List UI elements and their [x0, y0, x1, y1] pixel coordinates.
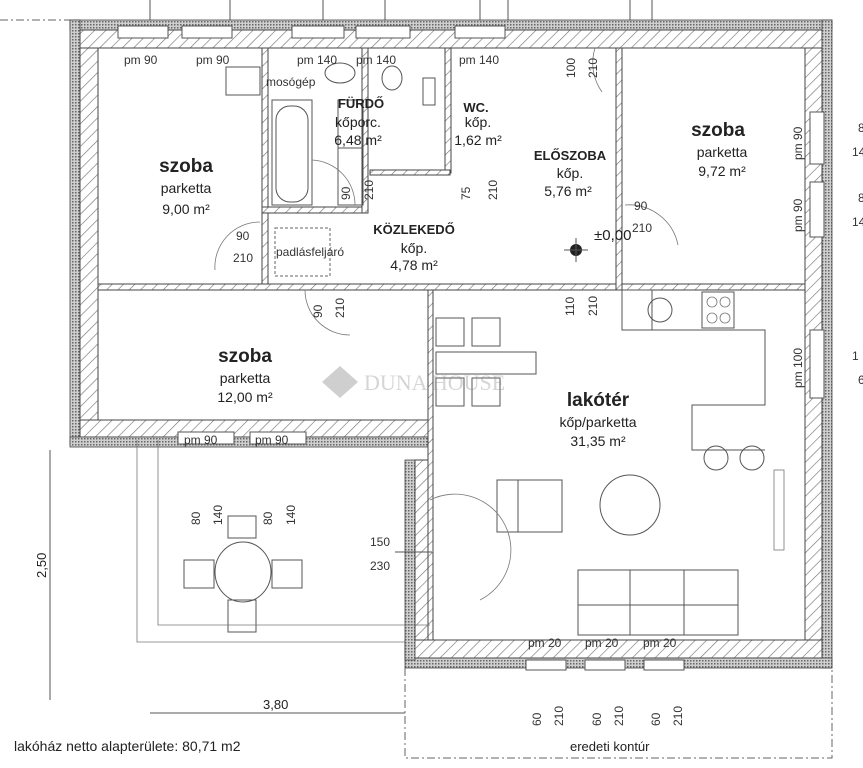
svg-text:pm 90: pm 90: [196, 53, 230, 67]
svg-text:4,78 m²: 4,78 m²: [390, 257, 438, 273]
svg-text:parketta: parketta: [161, 180, 212, 196]
width-dimension: 3,80: [263, 697, 288, 712]
svg-text:pm 90: pm 90: [184, 433, 218, 447]
svg-text:60: 60: [590, 712, 604, 726]
svg-text:210: 210: [586, 58, 600, 78]
room-szoba-2: szoba parketta 9,72 m²: [691, 120, 747, 179]
svg-text:90: 90: [311, 304, 325, 318]
svg-text:1,62 m²: 1,62 m²: [454, 132, 502, 148]
svg-text:kőp.: kőp.: [401, 240, 427, 256]
svg-text:14: 14: [852, 215, 863, 229]
svg-text:pm 20: pm 20: [585, 636, 619, 650]
svg-text:pm 100: pm 100: [791, 348, 805, 388]
svg-text:kőp.: kőp.: [557, 165, 583, 181]
svg-text:210: 210: [333, 298, 347, 318]
original-contour-label: eredeti kontúr: [570, 739, 650, 754]
windows: [117, 25, 825, 671]
svg-text:szoba: szoba: [218, 346, 272, 367]
svg-text:6,48 m²: 6,48 m²: [334, 132, 382, 148]
door-swings: [214, 47, 679, 601]
interior-walls: [97, 47, 806, 641]
washer-label: mosógép: [266, 75, 316, 89]
svg-text:210: 210: [362, 180, 376, 200]
svg-text:8: 8: [858, 121, 863, 135]
svg-text:75: 75: [459, 186, 473, 200]
svg-text:szoba: szoba: [691, 120, 745, 141]
room-szoba-1: szoba parketta 9,00 m²: [159, 156, 213, 217]
svg-text:5,76 m²: 5,76 m²: [544, 183, 592, 199]
svg-text:80: 80: [261, 511, 275, 525]
svg-text:210: 210: [671, 706, 685, 726]
svg-text:WC.: WC.: [463, 100, 488, 115]
svg-text:14: 14: [852, 145, 863, 159]
svg-text:szoba: szoba: [159, 156, 213, 177]
svg-text:210: 210: [552, 706, 566, 726]
svg-text:150: 150: [370, 535, 390, 549]
svg-text:pm 90: pm 90: [791, 126, 805, 160]
svg-text:pm 90: pm 90: [124, 53, 158, 67]
svg-text:140: 140: [284, 505, 298, 525]
svg-text:210: 210: [233, 251, 253, 265]
svg-text:90: 90: [236, 229, 250, 243]
dimension-lines: [49, 450, 833, 759]
svg-text:parketta: parketta: [697, 144, 748, 160]
room-kozlekedo: KÖZLEKEDŐ kőp. 4,78 m²: [373, 222, 455, 273]
svg-text:110: 110: [563, 297, 577, 316]
svg-text:9,00 m²: 9,00 m²: [162, 201, 210, 217]
fixtures: [136, 62, 785, 643]
room-szoba-3: szoba parketta 12,00 m²: [217, 346, 273, 405]
svg-text:210: 210: [632, 221, 652, 235]
svg-text:kőporc.: kőporc.: [335, 114, 381, 130]
svg-text:1: 1: [852, 349, 859, 363]
svg-text:210: 210: [486, 180, 500, 200]
room-wc: WC. kőp. 1,62 m²: [454, 100, 502, 148]
svg-text:pm 90: pm 90: [255, 433, 289, 447]
svg-text:210: 210: [586, 296, 600, 316]
svg-text:kőp.: kőp.: [465, 114, 491, 130]
svg-text:80: 80: [189, 511, 203, 525]
svg-text:100: 100: [564, 58, 578, 78]
svg-text:31,35 m²: 31,35 m²: [570, 433, 626, 449]
svg-text:pm 90: pm 90: [791, 198, 805, 232]
room-lakoter: lakótér kőp/parketta 31,35 m²: [559, 390, 636, 449]
level-label: ±0,00: [594, 227, 631, 244]
svg-text:pm 20: pm 20: [643, 636, 677, 650]
svg-text:210: 210: [612, 706, 626, 726]
door-labels: 100 210 90 210 75 210 90 210 90 210 90 2…: [189, 58, 685, 726]
svg-text:60: 60: [649, 712, 663, 726]
svg-text:parketta: parketta: [220, 370, 271, 386]
svg-text:pm 20: pm 20: [528, 636, 562, 650]
svg-text:pm 140: pm 140: [356, 53, 396, 67]
svg-text:FÜRDŐ: FÜRDŐ: [338, 96, 384, 111]
svg-text:8: 8: [858, 191, 863, 205]
svg-text:12,00 m²: 12,00 m²: [217, 389, 273, 405]
svg-text:90: 90: [339, 186, 353, 200]
svg-text:DUNA HOUSE: DUNA HOUSE: [364, 370, 505, 395]
window-labels: pm 90 pm 90 pm 140 pm 140 pm 140 pm 90 p…: [124, 53, 863, 650]
depth-dimension: 2,50: [34, 553, 49, 578]
svg-text:KÖZLEKEDŐ: KÖZLEKEDŐ: [373, 222, 455, 237]
watermark-logo: DUNA HOUSE: [322, 366, 505, 398]
svg-text:pm 140: pm 140: [297, 53, 337, 67]
svg-text:kőp/parketta: kőp/parketta: [559, 414, 636, 430]
svg-text:90: 90: [634, 199, 648, 213]
svg-text:230: 230: [370, 559, 390, 573]
svg-text:lakótér: lakótér: [567, 390, 630, 411]
reference-lines: [0, 0, 653, 21]
svg-text:6: 6: [858, 373, 863, 387]
outer-walls: [69, 19, 833, 669]
svg-text:9,72 m²: 9,72 m²: [698, 163, 746, 179]
attic-hatch-label: padlásfeljáró: [276, 245, 344, 259]
net-area-note: lakóház netto alapterülete: 80,71 m2: [14, 738, 241, 754]
room-furdo: FÜRDŐ kőporc. 6,48 m²: [334, 96, 384, 148]
room-eloszoba: ELŐSZOBA kőp. 5,76 m²: [534, 148, 607, 199]
svg-text:pm 140: pm 140: [459, 53, 499, 67]
svg-text:ELŐSZOBA: ELŐSZOBA: [534, 148, 607, 163]
svg-text:140: 140: [211, 505, 225, 525]
svg-text:60: 60: [530, 712, 544, 726]
